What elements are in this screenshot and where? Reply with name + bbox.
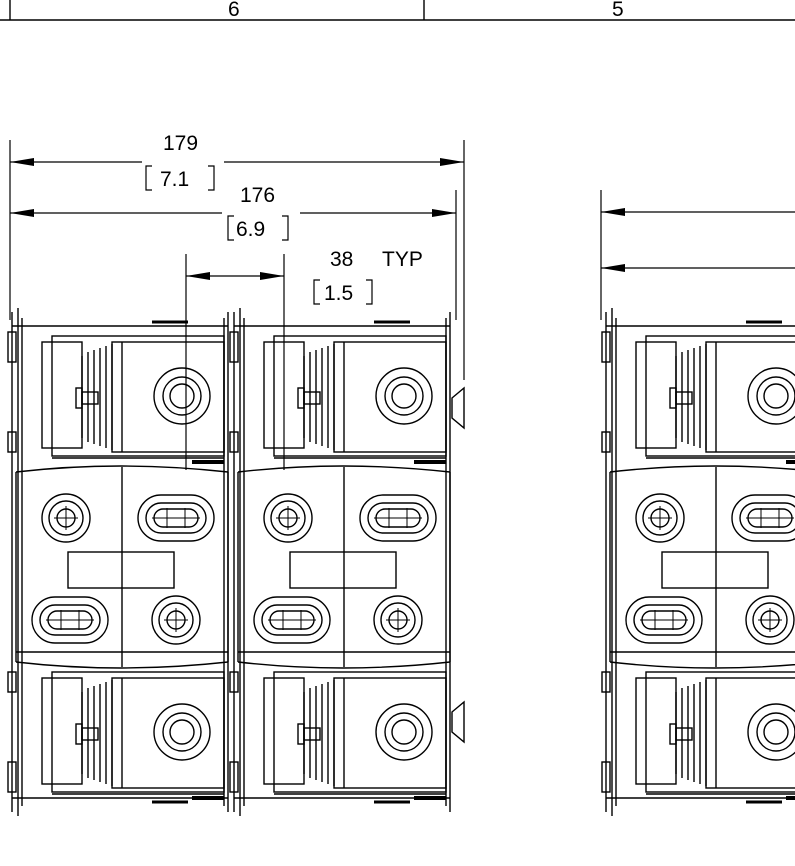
title-block xyxy=(0,0,795,21)
dimension-pitch-note: TYP xyxy=(382,248,423,271)
fuse-block-front-view xyxy=(8,308,465,816)
zone-label: 5 xyxy=(612,0,624,21)
fuse-block-side-view xyxy=(602,308,795,816)
dimension-inner-mm: 176 xyxy=(240,184,275,207)
fuse-block-pole-1 xyxy=(8,308,228,816)
dimension-overall-in: 7.1 xyxy=(160,168,189,191)
fuse-block-pole-2 xyxy=(230,308,450,816)
dimension-pitch-in: 1.5 xyxy=(324,282,353,305)
zone-label: 6 xyxy=(228,0,240,21)
dimension-overall-mm: 179 xyxy=(163,132,198,155)
dimension-inner-in: 6.9 xyxy=(236,218,265,241)
dimension-lines xyxy=(9,140,795,470)
dimension-pitch-mm: 38 xyxy=(330,248,353,271)
